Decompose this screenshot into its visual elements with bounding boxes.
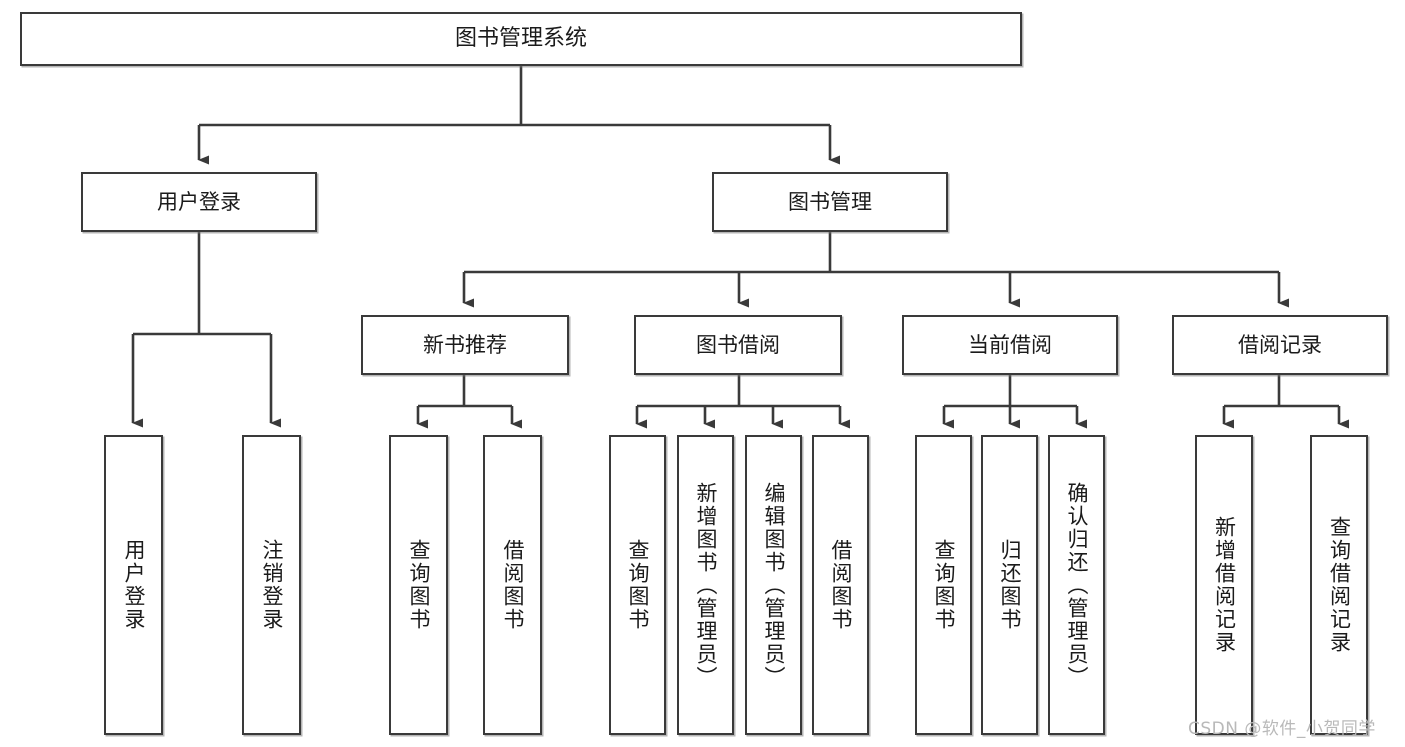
node-leaf-query-book-current[interactable]: 查询图书 — [915, 435, 972, 735]
node-label: 确认归还（管理员） — [1065, 481, 1089, 689]
node-label: 当前借阅 — [968, 332, 1052, 357]
node-label: 查询图书 — [626, 539, 650, 631]
node-book-management[interactable]: 图书管理 — [712, 172, 948, 232]
node-label: 借阅记录 — [1238, 332, 1322, 357]
node-label: 用户登录 — [122, 539, 146, 631]
node-label: 新书推荐 — [423, 332, 507, 357]
node-label: 查询图书 — [407, 539, 431, 631]
node-label: 用户登录 — [157, 189, 241, 214]
node-label: 注销登录 — [260, 539, 284, 631]
node-leaf-borrow-book[interactable]: 借阅图书 — [812, 435, 869, 735]
node-label: 借阅图书 — [501, 539, 525, 631]
node-label: 归还图书 — [998, 539, 1022, 631]
node-leaf-add-book-admin[interactable]: 新增图书（管理员） — [677, 435, 734, 735]
node-leaf-borrow-book-recommend[interactable]: 借阅图书 — [483, 435, 542, 735]
node-book-borrow[interactable]: 图书借阅 — [634, 315, 842, 375]
node-leaf-return-book[interactable]: 归还图书 — [981, 435, 1038, 735]
node-label: 编辑图书（管理员） — [762, 481, 786, 689]
node-label: 新增借阅记录 — [1212, 516, 1237, 654]
node-label: 查询图书 — [932, 539, 956, 631]
node-user-login[interactable]: 用户登录 — [81, 172, 317, 232]
node-label: 新增图书（管理员） — [694, 481, 718, 689]
node-label: 图书管理系统 — [454, 26, 587, 52]
node-leaf-add-borrow-record[interactable]: 新增借阅记录 — [1195, 435, 1253, 735]
node-leaf-query-book-recommend[interactable]: 查询图书 — [389, 435, 448, 735]
node-new-book-recommend[interactable]: 新书推荐 — [361, 315, 569, 375]
node-leaf-user-login[interactable]: 用户登录 — [104, 435, 163, 735]
node-label: 查询借阅记录 — [1327, 516, 1352, 654]
node-leaf-edit-book-admin[interactable]: 编辑图书（管理员） — [745, 435, 802, 735]
csdn-watermark: CSDN @软件_小贺同学 — [1188, 719, 1376, 739]
node-root-book-management-system[interactable]: 图书管理系统 — [20, 12, 1022, 66]
node-leaf-logout[interactable]: 注销登录 — [242, 435, 301, 735]
node-leaf-query-book-borrow[interactable]: 查询图书 — [609, 435, 666, 735]
node-current-borrow[interactable]: 当前借阅 — [902, 315, 1118, 375]
node-label: 图书管理 — [788, 189, 872, 214]
node-borrow-record[interactable]: 借阅记录 — [1172, 315, 1388, 375]
node-label: 图书借阅 — [696, 332, 780, 357]
node-leaf-confirm-return-admin[interactable]: 确认归还（管理员） — [1048, 435, 1105, 735]
node-label: 借阅图书 — [829, 539, 853, 631]
node-leaf-query-borrow-record[interactable]: 查询借阅记录 — [1310, 435, 1368, 735]
